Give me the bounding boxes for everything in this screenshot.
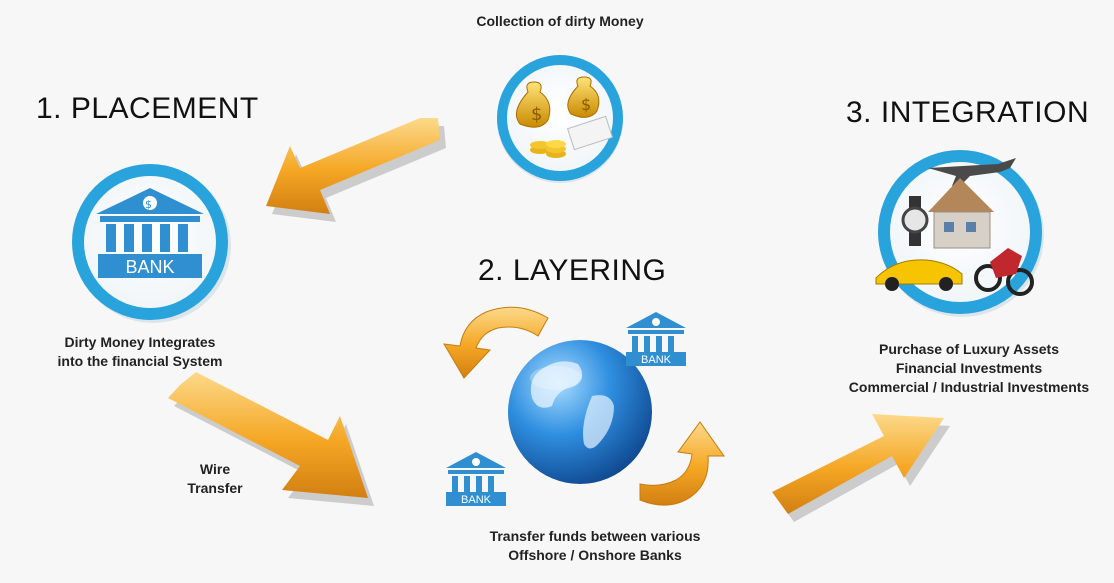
wire-transfer-line2: Transfer [187, 480, 243, 496]
integration-caption-line2: Financial Investments [895, 360, 1043, 376]
layering-caption-line1: Transfer funds between various [489, 528, 701, 544]
layering-heading: 2. LAYERING [478, 254, 667, 287]
collection-circle: $ $ [497, 55, 623, 183]
svg-text:$: $ [581, 95, 591, 114]
wire-transfer-caption: Wire Transfer [175, 460, 255, 498]
small-bank-icon-left [446, 452, 506, 506]
globe-icon [508, 340, 652, 484]
bank-label: BANK [125, 257, 174, 277]
bank-icon: $ [96, 188, 204, 278]
sports-car-icon [875, 259, 963, 291]
integration-circle [875, 150, 1044, 317]
svg-text:$: $ [145, 198, 152, 211]
placement-caption-line2: into the financial System [57, 353, 223, 369]
integration-heading: 3. INTEGRATION [846, 96, 1090, 129]
watch-icon [901, 196, 929, 246]
house-icon [928, 178, 994, 249]
small-bank-icon-right [626, 312, 686, 366]
integration-caption-line3: Commercial / Industrial Investments [848, 379, 1090, 395]
small-bank-label-left: BANK [461, 494, 492, 506]
airplane-icon [928, 158, 1016, 186]
placement-heading: 1. PLACEMENT [36, 92, 259, 125]
integration-caption: Purchase of Luxury Assets Financial Inve… [838, 340, 1100, 397]
circular-arrow-top-icon [443, 306, 549, 379]
collection-caption: Collection of dirty Money [476, 13, 644, 29]
layering-caption: Transfer funds between various Offshore … [455, 527, 735, 565]
money-bags-icon: $ $ [515, 76, 614, 158]
integration-caption-line1: Purchase of Luxury Assets [879, 341, 1059, 357]
layering-caption-line2: Offshore / Onshore Banks [508, 547, 682, 563]
svg-text:$: $ [531, 104, 542, 125]
wire-transfer-line1: Wire [199, 461, 231, 477]
arrow-placement-to-layering [168, 372, 374, 506]
arrow-collection-to-placement [266, 118, 446, 222]
arrow-layering-to-integration [772, 414, 950, 522]
placement-caption-line1: Dirty Money Integrates [64, 334, 216, 350]
circular-arrow-bottom-icon [639, 421, 725, 506]
placement-circle: $ BANK [72, 164, 231, 323]
motorcycle-icon [974, 248, 1034, 296]
placement-caption: Dirty Money Integrates into the financia… [20, 333, 260, 371]
small-bank-label-right: BANK [641, 354, 672, 366]
